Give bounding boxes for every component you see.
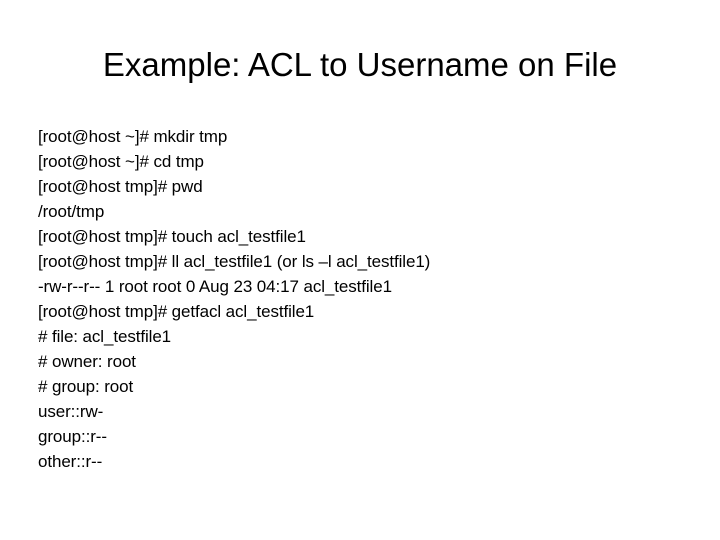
- terminal-line-facl-file: # file: acl_testfile1: [38, 327, 172, 346]
- terminal-line-cd: [root@host ~]# cd tmp: [38, 152, 204, 171]
- terminal-line-pwd: [root@host tmp]# pwd: [38, 177, 203, 196]
- terminal-line-acl-group: group::r--: [38, 427, 107, 446]
- terminal-line-acl-other: other::r--: [38, 452, 103, 471]
- page-title: Example: ACL to Username on File: [102, 46, 618, 83]
- terminal-line-acl-user: user::rw-: [38, 402, 104, 421]
- terminal-line-mkdir: [root@host ~]# mkdir tmp: [38, 127, 228, 146]
- terminal-line-ll-output: -rw-r--r-- 1 root root 0 Aug 23 04:17 ac…: [38, 277, 392, 296]
- terminal-line-getfacl: [root@host tmp]# getfacl acl_testfile1: [38, 302, 315, 321]
- terminal-line-touch: [root@host tmp]# touch acl_testfile1: [38, 227, 306, 246]
- terminal-line-ll: [root@host tmp]# ll acl_testfile1 (or ls…: [38, 252, 431, 271]
- terminal-transcript: [root@host ~]# mkdir tmp [root@host ~]# …: [38, 124, 698, 474]
- terminal-line-pwd-output: /root/tmp: [38, 202, 105, 221]
- terminal-line-facl-group: # group: root: [38, 377, 134, 396]
- terminal-line-facl-owner: # owner: root: [38, 352, 136, 371]
